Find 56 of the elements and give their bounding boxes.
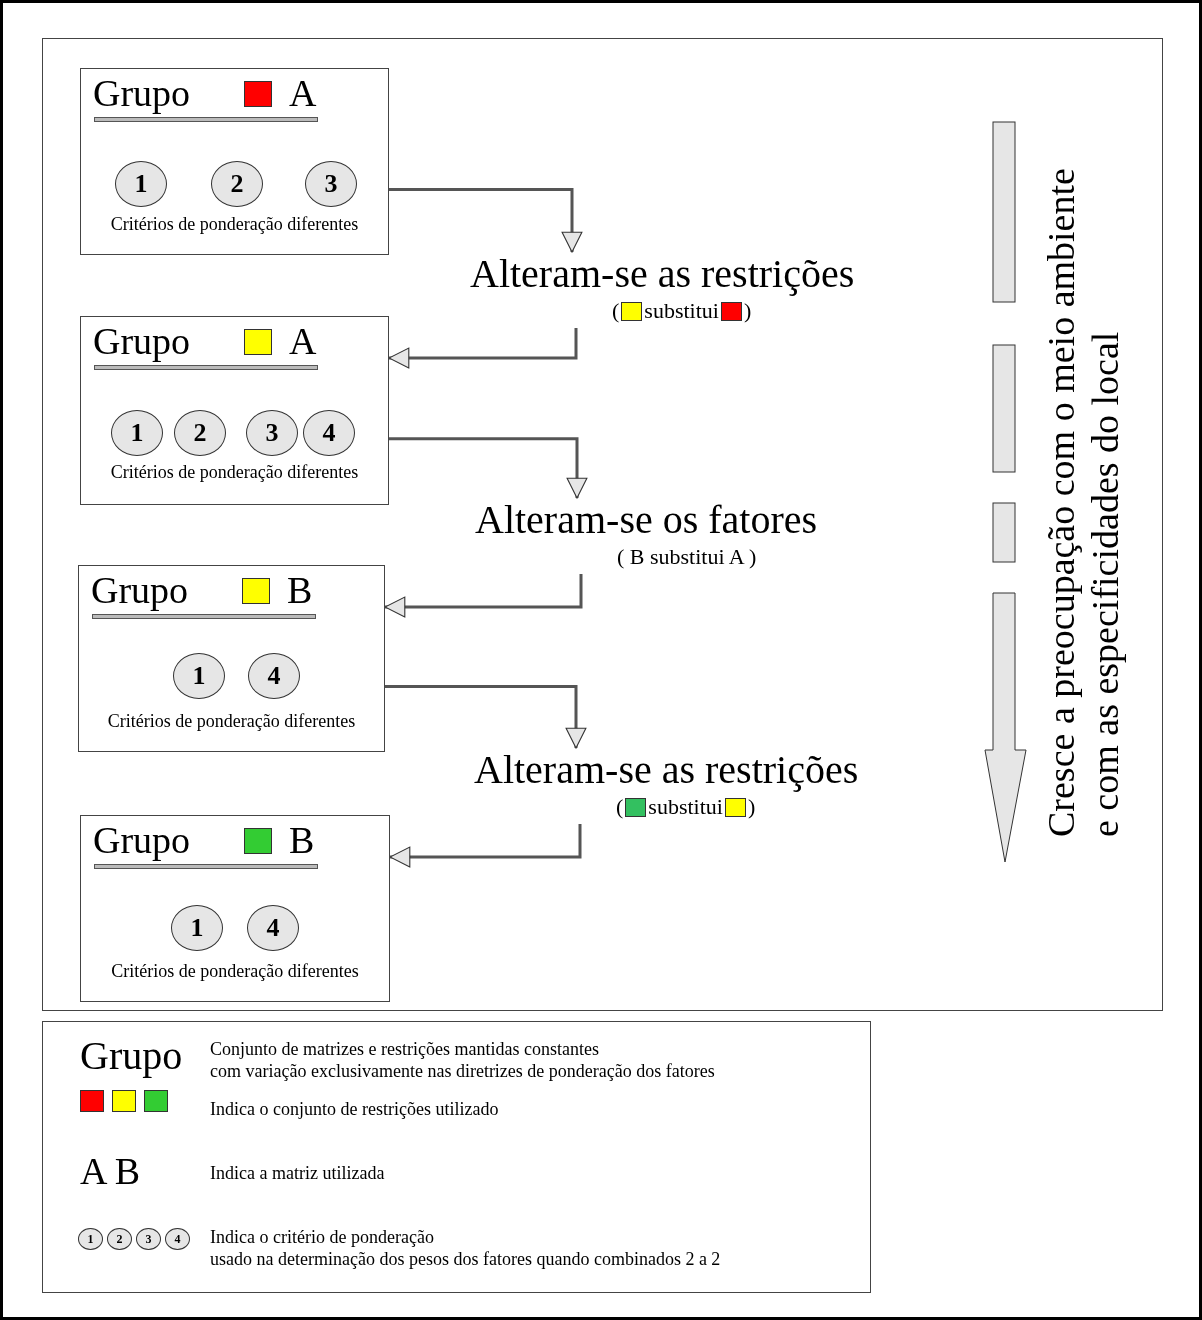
side-note: Cresce a preocupação com o meio ambiente e com as especificidades do local <box>1039 167 1127 837</box>
matrix-letter: A <box>289 319 317 363</box>
criteria-note: Critérios de ponderação diferentes <box>109 213 360 235</box>
group-box <box>78 565 385 752</box>
parenthesis: ( <box>612 298 620 324</box>
criteria-note: Critérios de ponderação diferentes <box>106 710 357 732</box>
criterion-circle: 1 <box>115 161 167 207</box>
criterion-circle: 1 <box>171 905 223 951</box>
criterion-circle: 3 <box>136 1228 161 1250</box>
criterion-circle: 3 <box>246 410 298 456</box>
group-heading: Grupo <box>93 71 191 115</box>
parenthesis: ) <box>747 794 756 820</box>
change-heading: Alteram-se as restrições <box>470 252 855 296</box>
criterion-circle: 1 <box>173 653 225 699</box>
matrix-letter: B <box>289 818 315 862</box>
criterion-circle: 1 <box>78 1228 103 1250</box>
criterion-circle: 2 <box>174 410 226 456</box>
matrix-letter: B <box>287 568 313 612</box>
parenthesis: ) <box>743 298 752 324</box>
criterion-circle: 4 <box>247 905 299 951</box>
arrow <box>389 824 582 868</box>
arrow <box>389 188 583 253</box>
group-heading: Grupo <box>93 319 191 363</box>
group-heading: Grupo <box>93 818 191 862</box>
legend-text: Conjunto de matrizes e restrições mantidas constantes <box>210 1038 599 1060</box>
criterion-circle: 4 <box>165 1228 190 1250</box>
criterion-circle: 1 <box>111 410 163 456</box>
matrix-letter: A <box>289 71 317 115</box>
criterion-circle: 2 <box>211 161 263 207</box>
criterion-circle: 4 <box>248 653 300 699</box>
change-detail: substitui <box>644 298 719 324</box>
parenthesis: ( <box>616 794 624 820</box>
legend-text: com variação exclusivamente nas diretrizes de ponderação dos fatores <box>210 1060 715 1082</box>
criteria-note: Critérios de ponderação diferentes <box>109 461 360 483</box>
change-detail: ( B substitui A ) <box>617 544 757 570</box>
change-heading: Alteram-se os fatores <box>475 498 818 542</box>
group-heading: Grupo <box>91 568 189 612</box>
criterion-circle: 3 <box>305 161 357 207</box>
group-box <box>80 68 389 255</box>
legend-text: Indica o conjunto de restrições utilizado <box>210 1098 499 1120</box>
legend-text: Indica o critério de ponderação <box>210 1226 434 1248</box>
group-box <box>80 316 389 505</box>
arrow <box>388 328 578 369</box>
change-heading: Alteram-se as restrições <box>474 748 859 792</box>
legend-text: usado na determinação dos pesos dos fatores quando combinados 2 a 2 <box>210 1248 721 1270</box>
criterion-circle: 4 <box>303 410 355 456</box>
group-box <box>80 815 390 1002</box>
criterion-circle: 2 <box>107 1228 132 1250</box>
criteria-note: Critérios de ponderação diferentes <box>110 960 360 982</box>
legend-sample: Grupo <box>80 1034 183 1078</box>
arrow <box>389 437 588 499</box>
arrow <box>384 574 583 618</box>
change-detail: substitui <box>648 794 723 820</box>
legend-text: Indica a matriz utilizada <box>210 1162 385 1184</box>
arrow <box>385 685 587 749</box>
legend-sample: A B <box>80 1150 141 1192</box>
